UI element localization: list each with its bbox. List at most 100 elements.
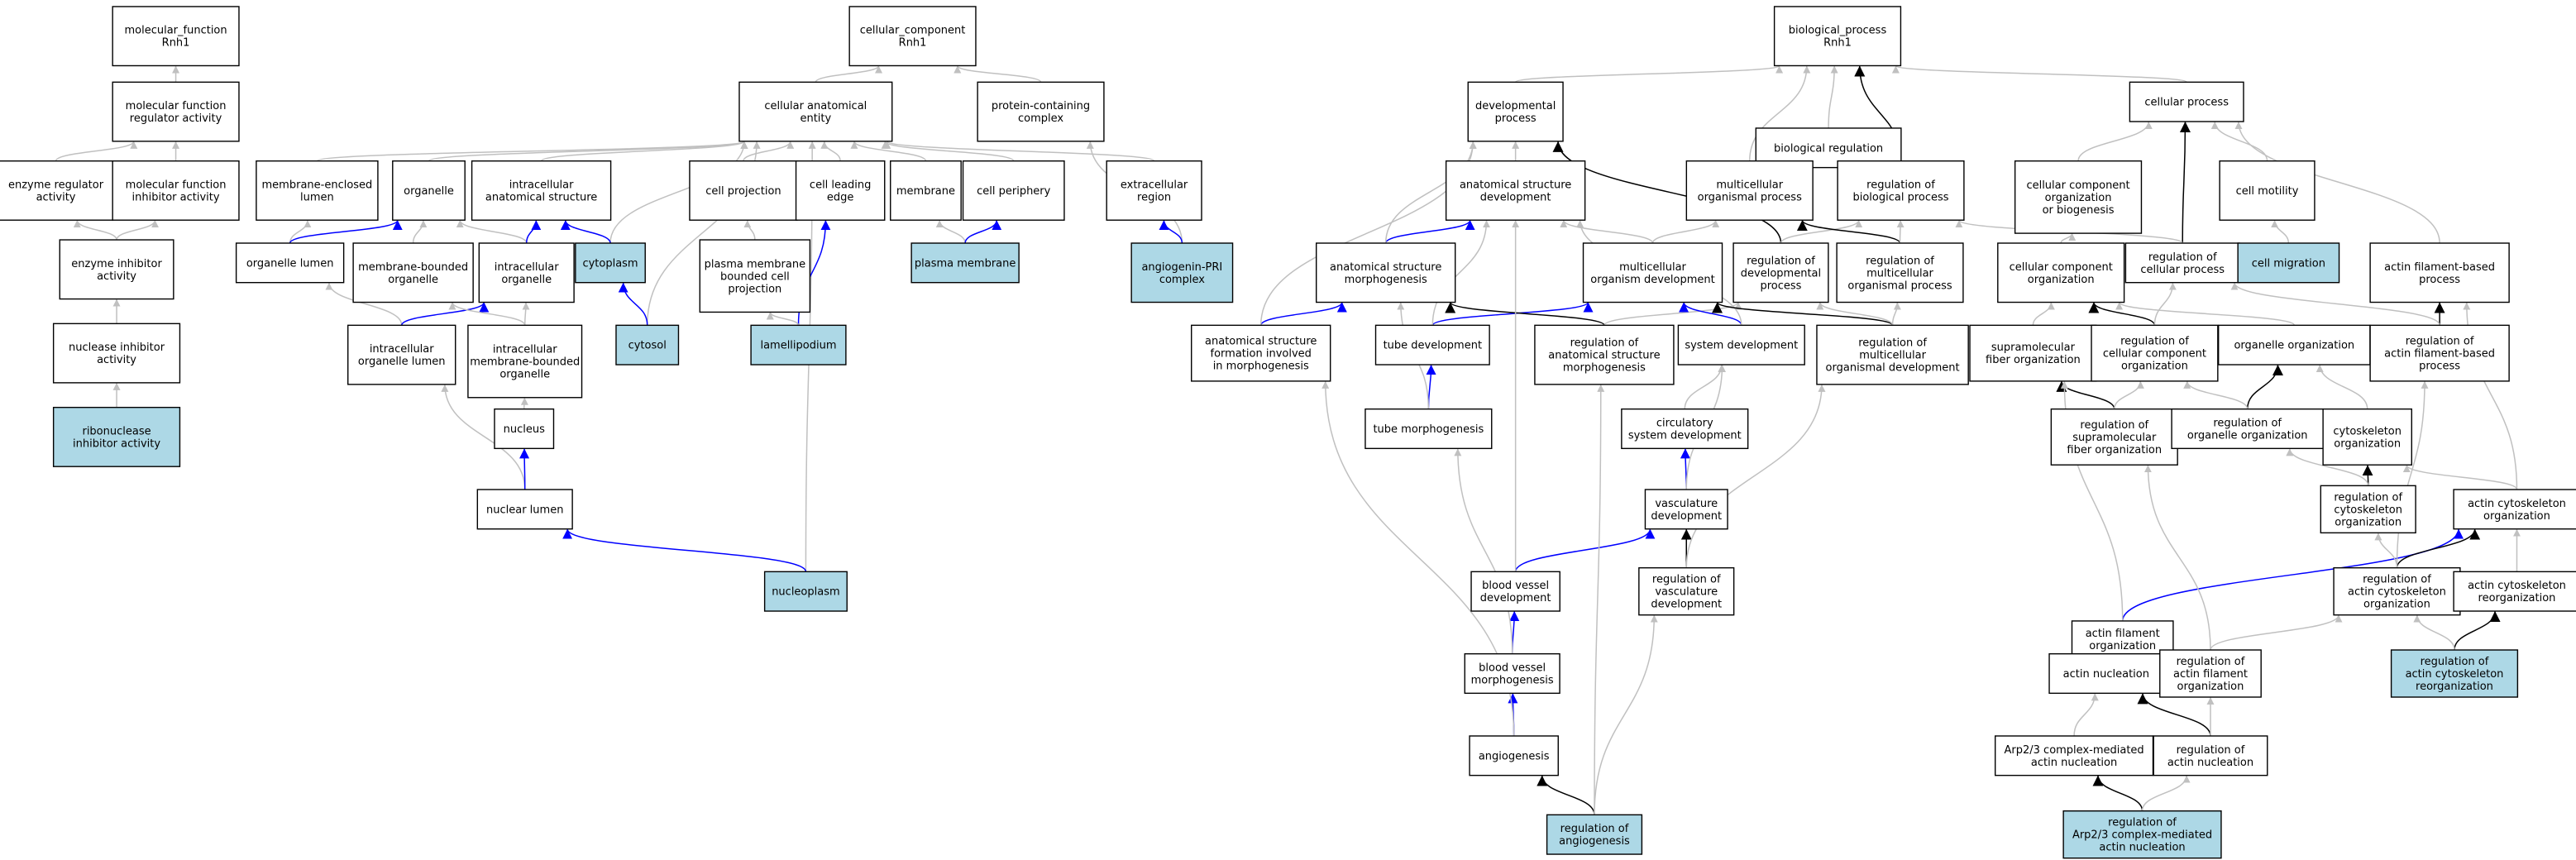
go-term-node-org-lumen[interactable]: organelle lumen: [235, 242, 345, 284]
go-term-label-line: fiber organization: [1986, 354, 2081, 366]
go-term-node-motility[interactable]: cell motility: [2219, 160, 2316, 221]
edge-is_a: [316, 141, 748, 162]
go-term-node-actin-nuc[interactable]: actin nucleation: [2048, 652, 2164, 695]
go-term-node-pm[interactable]: plasma membrane: [910, 242, 1020, 284]
edge-is_a: [2153, 282, 2177, 326]
edge-regulates: [2092, 775, 2143, 811]
go-term-label-line: development: [1480, 592, 1551, 604]
go-term-node-org-org[interactable]: organelle organization: [2217, 324, 2371, 366]
go-term-node-migration[interactable]: cell migration: [2237, 242, 2340, 284]
go-term-label-line: anatomical structure: [485, 191, 597, 203]
go-term-label-line: regulation of: [2080, 419, 2148, 432]
edge-regulates: [2454, 610, 2501, 651]
go-term-box: [2369, 324, 2510, 382]
go-term-node-sysdev[interactable]: system development: [1677, 324, 1805, 366]
go-term-node-cytosol[interactable]: cytosol: [615, 324, 680, 366]
go-term-label-line: regulation of: [2213, 418, 2282, 430]
go-term-box: [256, 160, 379, 221]
go-term-label-line: regulator activity: [130, 112, 222, 125]
go-term-node-angiogenesis[interactable]: angiogenesis: [1469, 735, 1559, 776]
go-term-node-tube-morph[interactable]: tube morphogenesis: [1364, 408, 1493, 450]
go-term-node-cytoplasm[interactable]: cytoplasm: [575, 242, 646, 284]
edge-is_a: [743, 141, 795, 162]
go-term-label-line: angiogenesis: [1479, 750, 1550, 762]
go-term-label-line: angiogenin-PRI: [1141, 261, 1222, 274]
go-term-node-cellproc[interactable]: cellular process: [2129, 81, 2244, 122]
edge-regulates: [1712, 301, 1894, 327]
go-term-node-periphery[interactable]: cell periphery: [962, 160, 1065, 221]
go-term-node-nucleus[interactable]: nucleus: [494, 408, 555, 450]
go-term-node-lamelli[interactable]: lamellipodium: [750, 324, 847, 366]
edge-is_a: [1560, 219, 1654, 244]
go-term-node-organelle[interactable]: organelle: [392, 160, 466, 221]
go-term-node-nucleoplasm[interactable]: nucleoplasm: [763, 571, 848, 612]
go-term-node-cell-proj[interactable]: cell projection: [689, 160, 798, 221]
go-term-node-membrane[interactable]: membrane: [890, 160, 962, 221]
go-term-label-line: multicellular: [1716, 179, 1783, 191]
go-term-node-tube-dev[interactable]: tube development: [1374, 324, 1490, 366]
go-term-box: [1997, 242, 2125, 303]
go-term-box: [52, 406, 181, 467]
go-term-node-nuc-lumen[interactable]: nuclear lumen: [476, 489, 573, 530]
edge-is_a: [520, 397, 528, 409]
